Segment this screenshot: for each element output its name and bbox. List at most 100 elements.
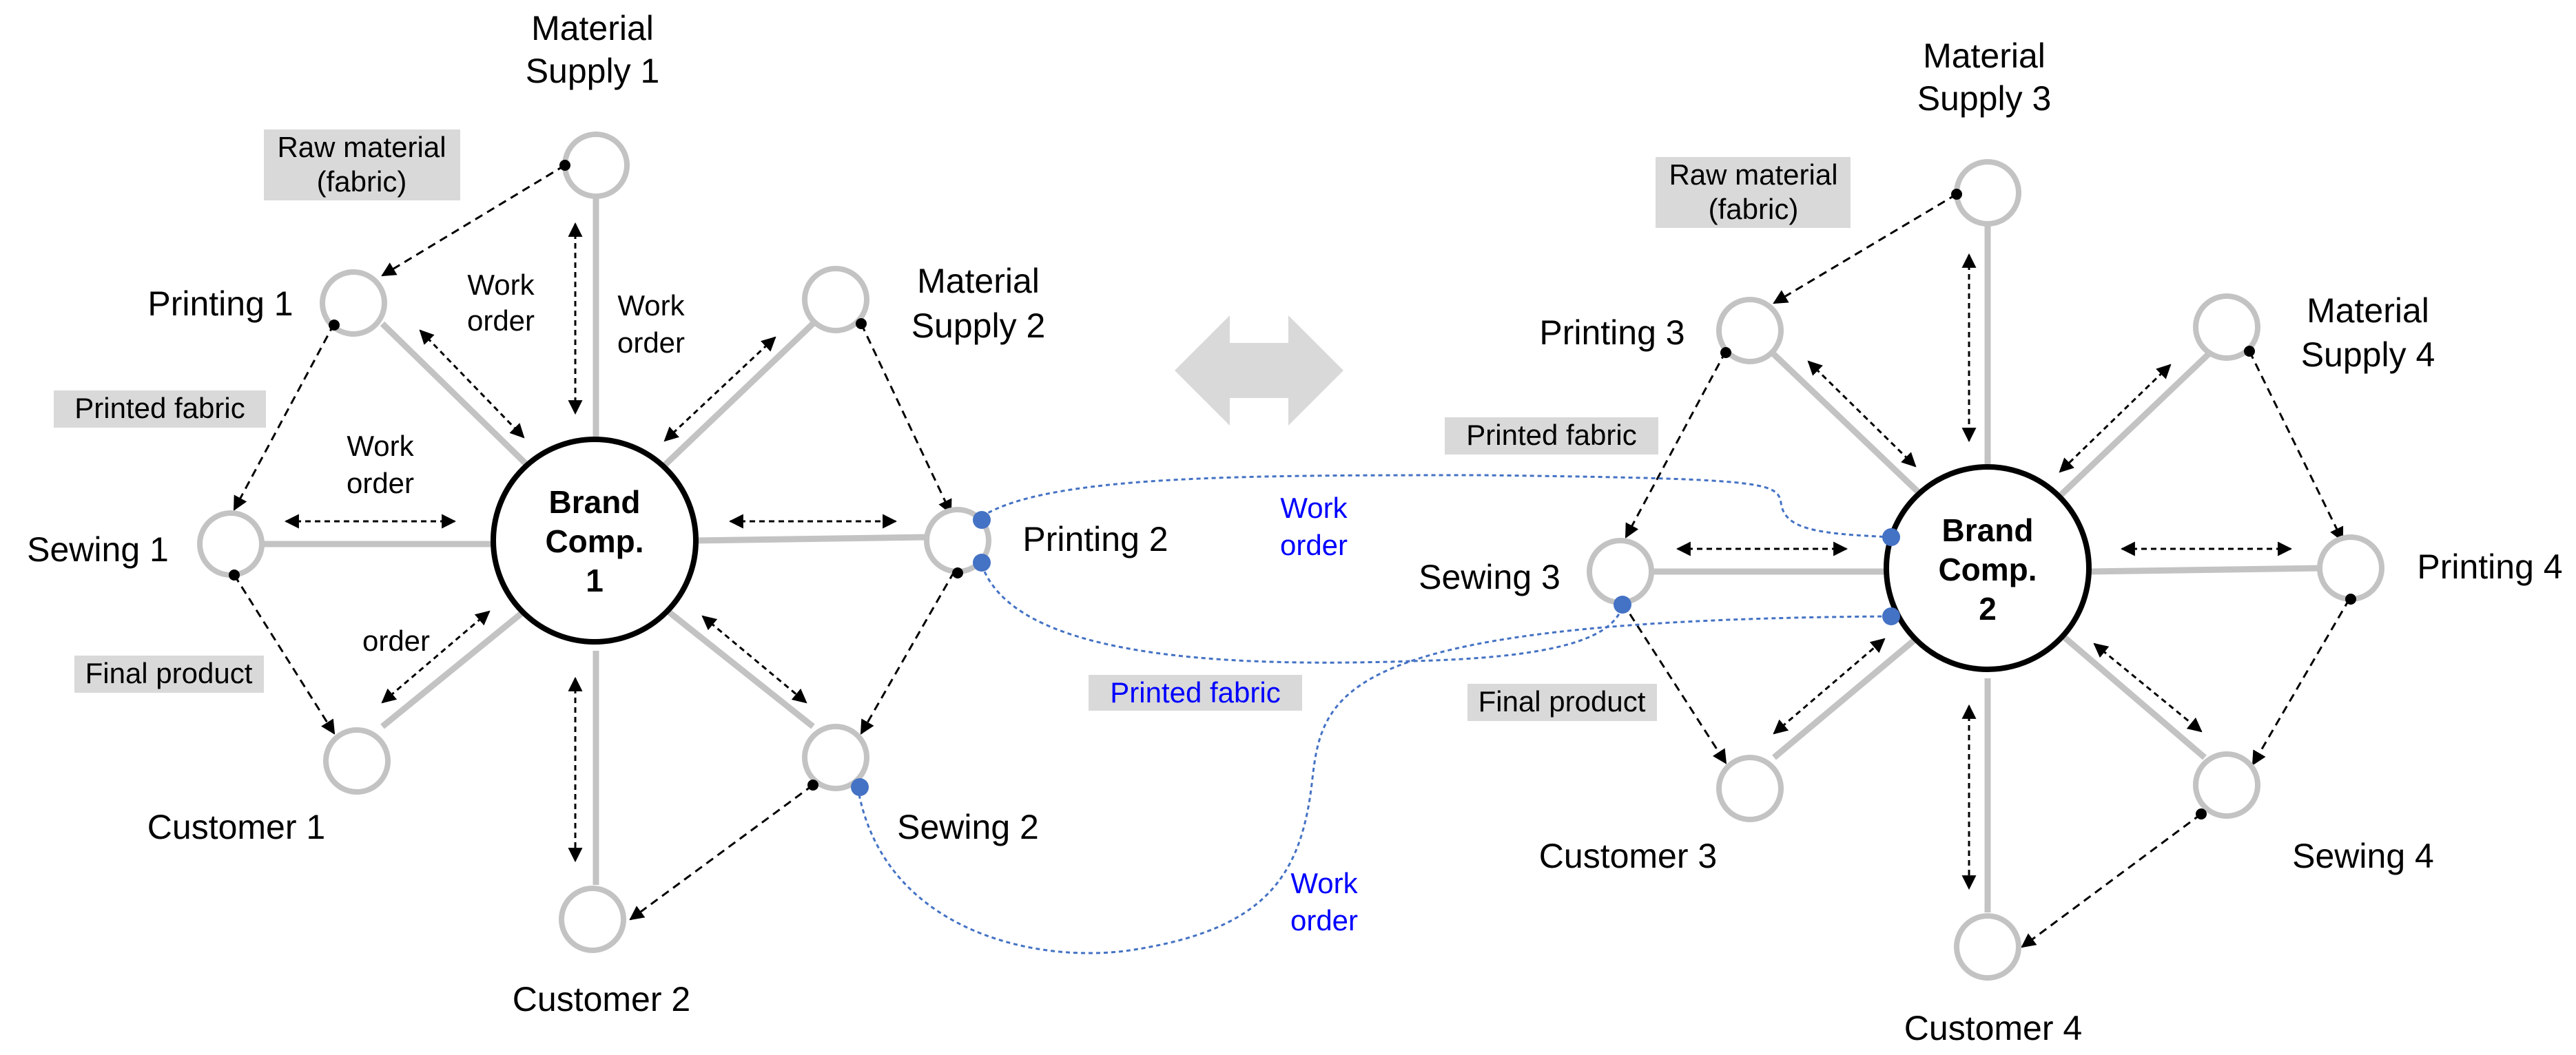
flow-supply-4-to-printing-4 <box>2248 351 2344 542</box>
label-printing-4: Printing 4 <box>2417 547 2562 586</box>
node-sewing-3 <box>1587 538 1654 605</box>
flow-sewing-1-to-customer-1 <box>233 574 336 735</box>
arrow-brand-sewing-4 <box>2093 643 2203 733</box>
tag-final-product-2-text: Final product <box>1478 685 1646 718</box>
label-work-order-blue-1-a: Work <box>1280 492 1348 524</box>
tag-raw-material-2-b: (fabric) <box>1709 193 1799 225</box>
flow-sewing-3-to-customer-3 <box>1621 602 1727 764</box>
label-work-order-blue-2-a: Work <box>1290 867 1358 899</box>
exchange-arrow-icon <box>1175 315 1343 426</box>
network-brand-2: Brand Comp. 2 Material Supply 3 Printing… <box>1419 36 2562 1047</box>
node-customer-2 <box>559 886 626 953</box>
label-work-order-b-1: Work <box>617 289 685 322</box>
hub-1-line-2: Comp. <box>545 523 643 559</box>
link-endpoint-dot <box>1882 607 1900 625</box>
tag-raw-material-1-a: Raw material <box>277 131 446 163</box>
spoke-customer-3 <box>1772 631 1924 760</box>
flow-printing-2-to-sewing-2 <box>860 571 956 735</box>
label-printing-1: Printing 1 <box>147 284 293 323</box>
flow-supply-2-to-printing-2 <box>860 323 952 514</box>
link-endpoint-dot <box>851 778 869 796</box>
anchor-dot <box>329 320 340 331</box>
cross-network-links: Work order Printed fabric Work order <box>851 474 1900 954</box>
anchor-dot <box>559 160 570 171</box>
tag-printed-fabric-blue-text: Printed fabric <box>1110 676 1280 709</box>
hub-brand-comp-2 <box>1884 464 2092 672</box>
label-printing-3: Printing 3 <box>1539 313 1684 352</box>
tag-final-product-2 <box>1467 684 1657 721</box>
tag-printed-fabric-blue <box>1089 675 1302 711</box>
flow-printing-4-to-sewing-4 <box>2252 598 2351 766</box>
label-material-supply-3-b: Supply 3 <box>1917 79 2052 118</box>
hub-2-line-3: 2 <box>1979 591 1997 627</box>
label-material-supply-4-b: Supply 4 <box>2301 335 2435 374</box>
flow-supply-3-to-printing-3 <box>1773 193 1957 304</box>
label-work-order-c-2: order <box>347 467 414 499</box>
node-printing-1 <box>320 269 387 337</box>
node-customer-1 <box>323 727 391 795</box>
link-endpoint-dot <box>1614 596 1631 614</box>
hub-2-line-2: Comp. <box>1938 552 2037 587</box>
anchor-dot <box>2196 808 2207 819</box>
anchor-dot <box>229 570 240 581</box>
label-material-supply-4-a: Material <box>2307 291 2429 330</box>
spoke-supply-4 <box>2057 348 2214 499</box>
node-printing-3 <box>1716 297 1784 364</box>
anchor-dot <box>856 318 867 329</box>
flow-printing-1-to-sewing-1 <box>233 323 336 511</box>
tag-final-product-1 <box>74 656 264 693</box>
label-work-order-blue-1-b: order <box>1280 529 1348 561</box>
label-work-order-b-2: order <box>617 326 685 359</box>
arrow-printing-1-brand <box>419 329 525 439</box>
label-work-order-blue-2-b: order <box>1290 904 1358 937</box>
tag-printed-fabric-2-text: Printed fabric <box>1466 419 1636 451</box>
spoke-printing-4 <box>2090 565 2322 575</box>
anchor-dot <box>952 567 963 578</box>
tag-raw-material-2 <box>1656 157 1851 228</box>
label-customer-2: Customer 2 <box>513 980 690 1019</box>
spoke-printing-3 <box>1768 348 1925 499</box>
node-material-supply-3 <box>1954 159 2021 227</box>
link-endpoint-dot <box>973 554 991 572</box>
label-material-supply-1-b: Supply 1 <box>526 52 660 90</box>
label-customer-3: Customer 3 <box>1539 837 1717 875</box>
hub-1-line-3: 1 <box>586 563 604 598</box>
arrow-supply-2-brand <box>663 336 776 442</box>
spoke-sewing-2 <box>659 603 815 729</box>
label-sewing-2: Sewing 2 <box>897 808 1039 846</box>
arrow-customer-3-brand <box>1773 638 1886 735</box>
flow-sewing-2-to-customer-2 <box>629 784 814 921</box>
anchor-dot <box>1951 189 1962 200</box>
node-sewing-1 <box>197 510 265 578</box>
spoke-printing-2 <box>695 534 927 544</box>
label-material-supply-2-a: Material <box>917 262 1040 300</box>
tag-printed-fabric-1-text: Printed fabric <box>74 392 245 424</box>
label-sewing-4: Sewing 4 <box>2292 837 2434 875</box>
label-sewing-1: Sewing 1 <box>27 530 169 569</box>
hub-2-line-1: Brand <box>1942 512 2034 548</box>
tag-raw-material-1-b: (fabric) <box>317 165 407 198</box>
link-printing-2-to-sewing-3 <box>980 564 1624 664</box>
label-work-order-a-2: order <box>467 304 535 337</box>
hub-1-line-1: Brand <box>549 484 641 520</box>
label-material-supply-3-a: Material <box>1923 36 2046 75</box>
link-printing-2-to-brand-2 <box>981 474 1892 539</box>
node-material-supply-2 <box>802 266 869 333</box>
node-customer-3 <box>1716 755 1784 822</box>
label-work-order-a-1: Work <box>467 269 535 301</box>
flow-supply-1-to-printing-1 <box>381 164 566 277</box>
tag-printed-fabric-2 <box>1445 417 1658 455</box>
node-material-supply-1 <box>562 132 630 199</box>
tag-raw-material-2-a: Raw material <box>1669 158 1837 191</box>
label-order: order <box>362 625 430 657</box>
arrow-customer-1-brand <box>381 610 491 704</box>
anchor-dot <box>807 780 818 791</box>
label-material-supply-1-a: Material <box>531 9 654 48</box>
flow-printing-3-to-sewing-3 <box>1625 351 1727 539</box>
tag-final-product-1-text: Final product <box>85 657 253 689</box>
anchor-dot <box>2345 594 2356 605</box>
anchor-dot <box>2244 346 2255 357</box>
link-endpoint-dot <box>973 511 991 529</box>
label-material-supply-2-b: Supply 2 <box>911 306 1046 345</box>
node-printing-4 <box>2317 534 2384 602</box>
